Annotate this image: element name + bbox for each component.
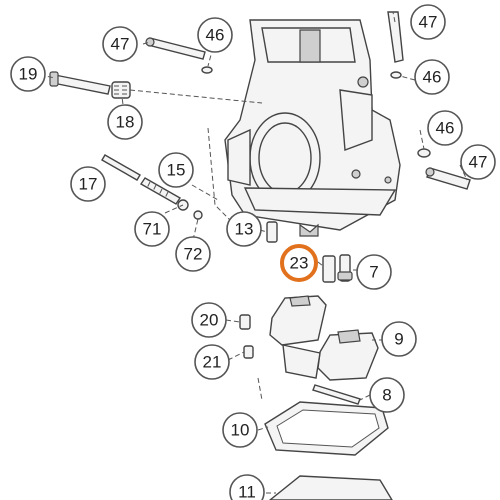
svg-text:19: 19	[19, 65, 38, 84]
float-left	[269, 295, 327, 346]
svg-text:13: 13	[235, 220, 254, 239]
svg-text:47: 47	[111, 35, 130, 54]
part-20	[239, 314, 251, 330]
float-pivot	[282, 344, 321, 379]
callout-46-right: 46	[427, 110, 463, 146]
callout-47-top-left: 47	[102, 26, 138, 62]
callout-9: 9	[381, 321, 417, 357]
callout-7: 7	[356, 254, 392, 290]
callout-18: 18	[107, 104, 143, 140]
needle-8	[312, 384, 361, 405]
svg-text:21: 21	[203, 353, 222, 372]
callout-19: 19	[10, 56, 46, 92]
svg-text:47: 47	[419, 13, 438, 32]
float-right	[317, 329, 379, 381]
svg-text:46: 46	[206, 26, 225, 45]
callout-72: 72	[175, 236, 211, 272]
carburetor-body	[224, 19, 401, 237]
pin-47-right	[425, 167, 471, 190]
svg-text:10: 10	[231, 421, 250, 440]
callout-46-upper-right: 46	[414, 59, 450, 95]
callout-17: 17	[70, 166, 106, 202]
svg-text:8: 8	[382, 386, 391, 405]
callout-21: 21	[194, 344, 230, 380]
gasket-10	[264, 401, 389, 456]
callout-13: 13	[226, 211, 262, 247]
svg-text:15: 15	[167, 161, 186, 180]
jet-23	[322, 255, 336, 283]
svg-text:18: 18	[116, 113, 135, 132]
pin-47-left	[145, 37, 206, 60]
svg-text:9: 9	[394, 330, 403, 349]
svg-text:7: 7	[369, 263, 378, 282]
callout-71: 71	[134, 211, 170, 247]
callout-47-top-right: 47	[410, 4, 446, 40]
svg-text:17: 17	[79, 175, 98, 194]
callout-47-right: 47	[460, 144, 496, 180]
svg-text:72: 72	[184, 245, 203, 264]
spring-15	[140, 177, 181, 205]
svg-text:46: 46	[423, 68, 442, 87]
callout-8: 8	[369, 377, 405, 413]
part-72	[193, 210, 203, 220]
clip-46-right	[417, 148, 431, 158]
screw-19	[49, 71, 111, 95]
float-bowl-11	[268, 475, 393, 500]
part-21	[243, 345, 254, 359]
clip-46-top-right	[390, 71, 402, 79]
jet-7	[337, 254, 353, 282]
jet-13	[266, 221, 278, 243]
svg-text:11: 11	[238, 483, 256, 500]
clip-46-left	[201, 66, 213, 74]
svg-text:20: 20	[200, 311, 219, 330]
callout-15: 15	[158, 152, 194, 188]
callout-20: 20	[191, 302, 227, 338]
svg-text:23: 23	[290, 254, 309, 273]
svg-text:71: 71	[143, 220, 162, 239]
callout-23: 23	[280, 244, 318, 282]
callout-11: 11	[229, 474, 265, 500]
callout-10: 10	[222, 412, 258, 448]
svg-text:46: 46	[436, 119, 455, 138]
svg-text:47: 47	[469, 153, 488, 172]
needle-17	[101, 154, 141, 181]
spring-18	[111, 81, 131, 99]
callout-46-top-left: 46	[197, 17, 233, 53]
pin-47-top-right	[387, 11, 404, 63]
